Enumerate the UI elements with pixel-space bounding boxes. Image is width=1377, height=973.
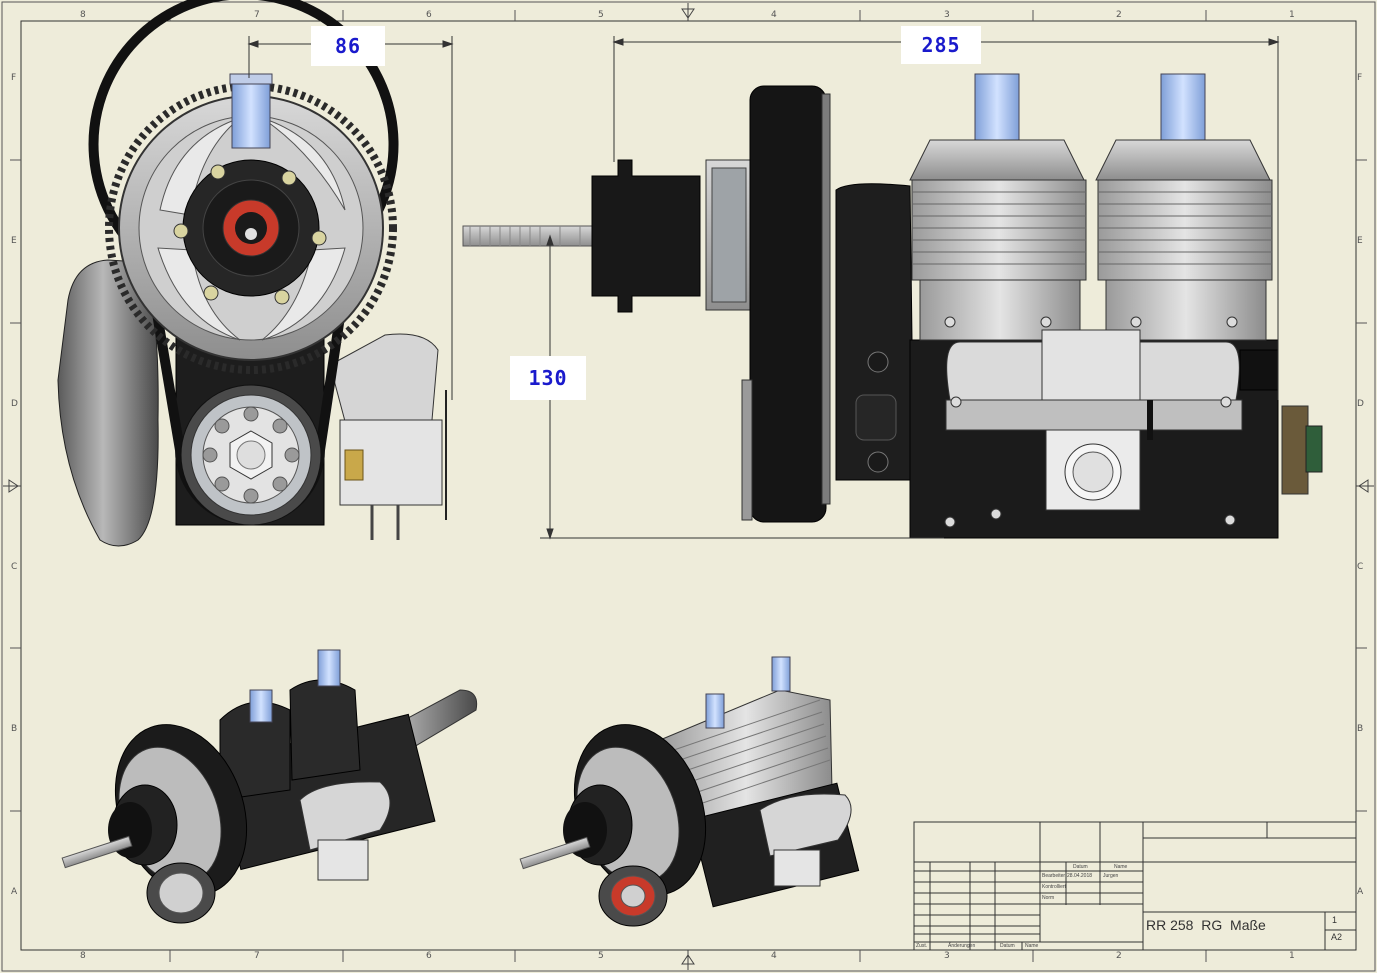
- zone-label-top: 4: [771, 10, 777, 20]
- sheet-format: A2: [1331, 932, 1343, 942]
- zone-label-top: 8: [80, 10, 86, 20]
- zone-label-bottom: 7: [254, 951, 260, 961]
- drawn-name: Jurgen: [1103, 873, 1119, 879]
- front-view-engine: [57, 0, 447, 547]
- zone-label-left: D: [11, 399, 18, 409]
- footer-date: Datum: [1000, 943, 1015, 949]
- drawn-date: 28.04.2018: [1067, 873, 1093, 879]
- dimension-length-label: 285: [901, 26, 981, 64]
- muffler: [57, 259, 159, 547]
- cylinder-2: [1095, 73, 1273, 341]
- dim-86-lines: [247, 36, 454, 400]
- isometric-view-1: [61, 649, 478, 924]
- belt-edge-view: [749, 85, 827, 523]
- zone-label-top: 3: [944, 10, 950, 20]
- zone-label-left: C: [11, 562, 18, 572]
- footer-name: Name: [1025, 943, 1039, 949]
- zone-label-top: 5: [598, 10, 604, 20]
- zone-label-bottom: 6: [426, 951, 432, 961]
- zone-label-bottom: 3: [944, 951, 950, 961]
- footer-state: Zust.: [916, 943, 928, 949]
- zone-label-bottom: 1: [1289, 951, 1295, 961]
- row-checked-label: Kontrolliert: [1042, 884, 1066, 890]
- zone-label-right: A: [1357, 887, 1364, 897]
- row-norm-label: Norm: [1042, 895, 1055, 901]
- prop-shaft: [462, 225, 596, 247]
- side-view-engine: [462, 73, 1323, 539]
- zone-label-right: F: [1357, 73, 1363, 83]
- zone-label-right: E: [1357, 236, 1363, 246]
- col-name-header: Name: [1114, 864, 1128, 870]
- zone-label-bottom: 2: [1116, 951, 1122, 961]
- footer-change: Änderungen: [948, 943, 976, 949]
- zone-label-left: B: [11, 724, 18, 734]
- zone-label-right: B: [1357, 724, 1364, 734]
- col-date-header: Datum: [1073, 864, 1088, 870]
- title-block-lines: [913, 821, 1357, 951]
- zone-label-right: D: [1357, 399, 1364, 409]
- centering-marks: [3, 3, 1374, 970]
- sheet-number: 1: [1332, 915, 1338, 925]
- dimension-width-label: 86: [311, 26, 385, 66]
- ignition-unit: [1281, 405, 1309, 495]
- zone-label-top: 6: [426, 10, 432, 20]
- isometric-view-2: [519, 656, 860, 927]
- belt-teeth-big: [105, 82, 397, 374]
- zone-label-top: 1: [1289, 10, 1295, 20]
- drawing-title: RR 258 RG Maße: [1146, 917, 1266, 933]
- zone-label-top: 2: [1116, 10, 1122, 20]
- zone-label-left: A: [11, 887, 18, 897]
- prop-hub: [591, 159, 701, 313]
- dimension-height-label: 130: [510, 356, 586, 400]
- zone-ticks: [10, 10, 1367, 962]
- zone-label-bottom: 8: [80, 951, 86, 961]
- zone-label-bottom: 4: [771, 951, 777, 961]
- zone-label-top: 7: [254, 10, 260, 20]
- zone-label-bottom: 5: [598, 951, 604, 961]
- zone-label-right: C: [1357, 562, 1364, 572]
- carburettor: [329, 333, 447, 540]
- row-drawn-label: Bearbeiter: [1042, 873, 1066, 879]
- zone-label-left: F: [11, 73, 17, 83]
- zone-label-left: E: [11, 236, 17, 246]
- cylinder-1: [909, 73, 1087, 341]
